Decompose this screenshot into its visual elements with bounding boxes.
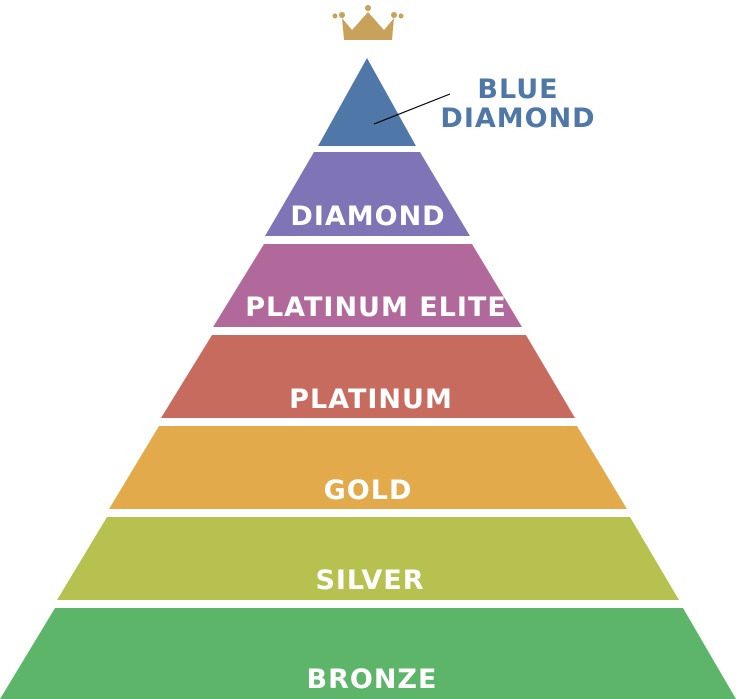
tier-label: SILVER — [315, 565, 424, 596]
tier-band — [0, 608, 736, 699]
blue-diamond-label-line2: DIAMOND — [440, 103, 595, 134]
tier-platinum-elite: PLATINUM ELITE — [213, 244, 522, 327]
tier-platinum: PLATINUM — [161, 335, 575, 418]
tier-label: DIAMOND — [290, 201, 445, 232]
tier-band — [265, 152, 470, 236]
tier-band — [109, 426, 627, 509]
apex-leader-line — [373, 93, 451, 125]
tier-label: PLATINUM ELITE — [245, 292, 507, 323]
tier-bronze: BRONZE — [0, 608, 736, 699]
tier-gold: GOLD — [109, 426, 627, 509]
tier-silver: SILVER — [57, 517, 679, 600]
tier-band — [57, 517, 679, 600]
tier-diamond: DIAMOND — [265, 152, 470, 236]
tier-band — [213, 244, 522, 327]
tier-label: BRONZE — [307, 664, 438, 695]
crown-icon — [332, 5, 404, 40]
tier-label: PLATINUM — [289, 384, 453, 415]
tier-band — [161, 335, 575, 418]
blue-diamond-tier — [318, 58, 416, 146]
tier-label: GOLD — [324, 475, 413, 506]
blue-diamond-label-line1: BLUE — [477, 74, 558, 105]
